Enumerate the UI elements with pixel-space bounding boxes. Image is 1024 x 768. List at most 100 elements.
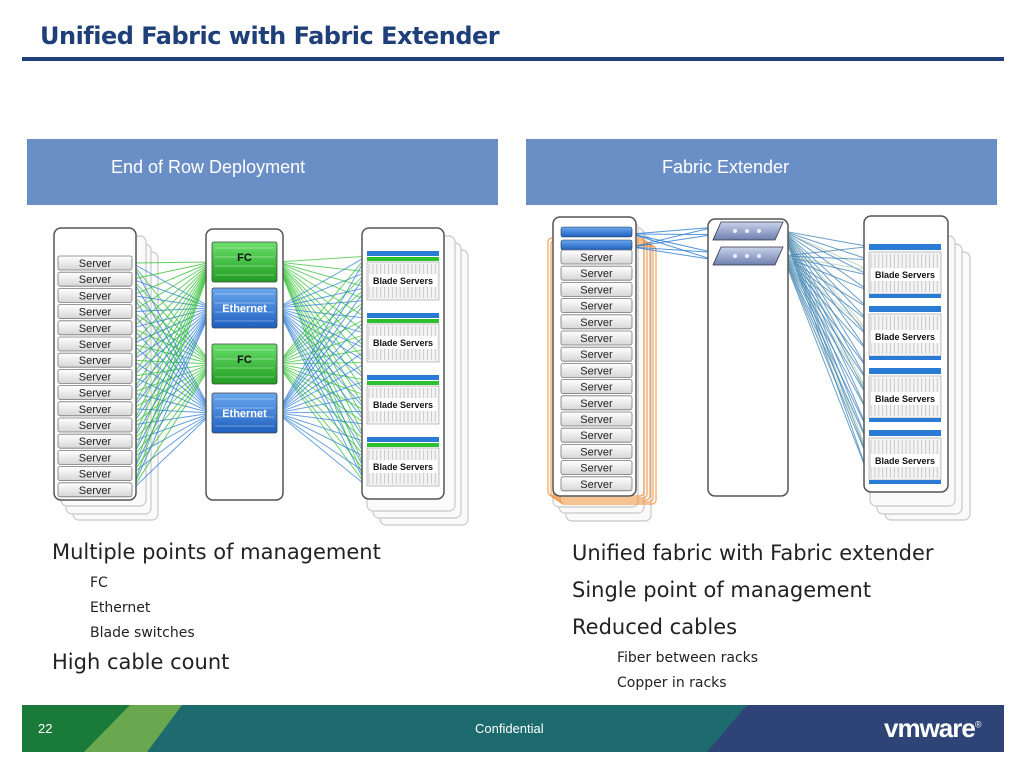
left-server-link [131, 307, 213, 329]
left-blade-link [276, 363, 368, 381]
left-server-label: Server [79, 290, 112, 302]
left-server-label: Server [79, 258, 112, 270]
right-server-box [560, 265, 633, 281]
switch-label: Ethernet [222, 303, 267, 315]
left-server-5: Server [57, 320, 133, 336]
left-blade-link [276, 412, 368, 425]
fex-port [757, 229, 761, 233]
right-server-box [560, 443, 633, 459]
right-server-label: Server [580, 382, 613, 394]
left-blade-link [276, 410, 368, 414]
left-server-link [131, 261, 213, 474]
right-server-10: Server [560, 395, 633, 411]
left-blade-link [276, 412, 368, 459]
right-server-box [560, 460, 633, 476]
right-server-8: Server [560, 362, 633, 378]
right-server-box [560, 427, 633, 443]
right-panel-header: Fabric Extender [526, 139, 997, 205]
left-blade-link [276, 363, 368, 459]
blade-label: Blade Servers [875, 456, 935, 466]
blade-label-bg [871, 268, 939, 281]
blade-label: Blade Servers [373, 276, 433, 286]
right-server-label: Server [580, 430, 613, 442]
right-server-box [560, 249, 633, 265]
right-server-6: Server [560, 330, 633, 346]
left-server-box [57, 368, 133, 384]
left-blade-link [276, 255, 368, 309]
left-blade-link [276, 261, 368, 412]
right-panel-header-text: Fabric Extender [662, 157, 790, 177]
right-server-7: Server [560, 346, 633, 362]
left-blade-link [276, 261, 368, 273]
right-blade-chassis-2: Blade Servers [868, 306, 942, 360]
blade-green-bar [367, 319, 439, 323]
right-server-2: Server [560, 265, 633, 281]
left-server-link [131, 261, 213, 280]
fex-blade-link [782, 255, 870, 322]
left-server-2: Server [57, 271, 133, 287]
fex-port [745, 229, 749, 233]
left-server-label: Server [79, 404, 112, 416]
left-server-12: Server [57, 433, 133, 449]
left-server-link [131, 363, 213, 426]
right-server-14: Server [560, 460, 633, 476]
left-blade-link [276, 363, 368, 425]
right-server-label: Server [580, 365, 613, 377]
left-server-label: Server [79, 485, 112, 497]
left-server-box [57, 433, 133, 449]
blade-label-bg [369, 460, 437, 473]
blade-label: Blade Servers [373, 462, 433, 472]
left-server-10: Server [57, 401, 133, 417]
left-server-link [131, 307, 213, 313]
left-blade-link [276, 307, 368, 459]
right-server-1: Server [560, 249, 633, 265]
blade-label-bg [871, 454, 939, 467]
left-server-link [131, 363, 213, 410]
left-server-link [131, 307, 213, 474]
blade-top-bar [367, 437, 439, 442]
left-server-label: Server [79, 420, 112, 432]
left-server-link [131, 412, 213, 474]
switch-fc-1: FC [211, 241, 278, 283]
left-server-link [131, 363, 213, 491]
switch-ethernet-4: Ethernet [211, 392, 278, 434]
left-server-link [131, 363, 213, 474]
blade-top-bar [367, 251, 439, 256]
left-server-link [131, 363, 213, 458]
left-blade-link [276, 412, 368, 443]
fex-blade-link [782, 255, 870, 416]
fex-uplink [631, 246, 714, 253]
left-blade-link [276, 271, 368, 365]
fex-blade-link [782, 255, 870, 261]
left-server-link [131, 307, 213, 377]
blade-label: Blade Servers [875, 332, 935, 342]
left-server-label: Server [79, 436, 112, 448]
fex-blade-link-green [782, 255, 870, 395]
left-sub-bullet-blade-switches: Blade switches [90, 625, 195, 641]
left-blade-link [276, 261, 368, 474]
left-blade-link [276, 307, 368, 350]
vmware-logo: vmware® [884, 713, 981, 743]
fex-blade-link-green [782, 230, 870, 271]
right-server-label: Server [580, 317, 613, 329]
left-blade-chassis-4: Blade Servers [366, 437, 440, 487]
left-blade-link [276, 287, 368, 365]
blade-label-bg [871, 330, 939, 343]
fex-blade-link-green [782, 255, 870, 271]
left-server-label: Server [79, 355, 112, 367]
right-server-label: Server [580, 252, 613, 264]
right-server-label: Server [580, 268, 613, 280]
page-number: 22 [38, 721, 53, 736]
blade-top-bar [869, 306, 941, 312]
left-server-13: Server [57, 449, 133, 465]
left-blade-link [276, 307, 368, 381]
right-server-label: Server [580, 333, 613, 345]
left-server-label: Server [79, 323, 112, 335]
fex-port [745, 254, 749, 258]
top-of-rack-unit-1 [560, 226, 633, 238]
right-server-12: Server [560, 427, 633, 443]
left-blade-link [276, 307, 368, 319]
blade-bottom-bar [869, 480, 941, 484]
left-blade-link [276, 363, 368, 397]
